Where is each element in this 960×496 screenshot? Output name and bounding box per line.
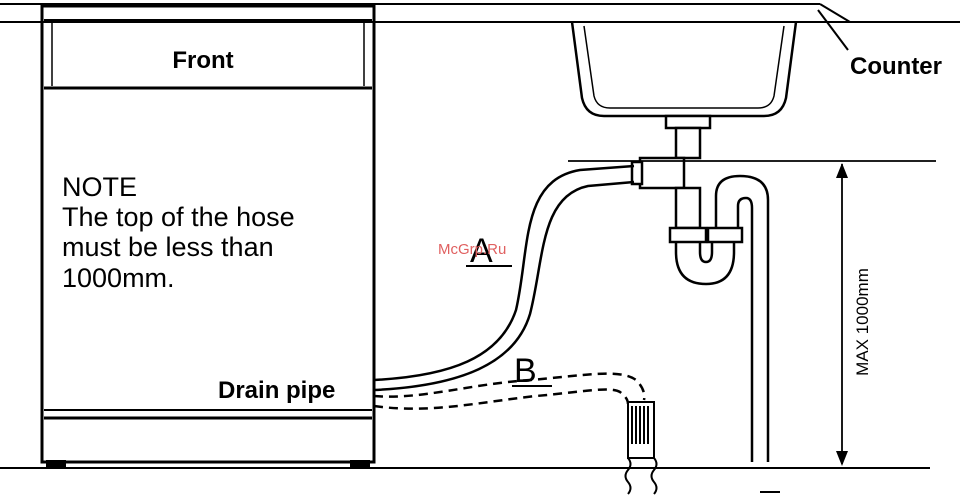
front-label: Front: [172, 47, 233, 74]
sink-drain-trap: [630, 114, 770, 462]
drain-hose-b: [373, 372, 646, 410]
note-line-3: must be less than: [62, 232, 274, 262]
watermark-text: McGrp.Ru: [438, 241, 506, 258]
hose-b-label: B: [514, 352, 537, 390]
drain-hose-a: [373, 164, 635, 392]
note-line-1: NOTE: [62, 172, 137, 202]
sink-bowl: [570, 21, 798, 118]
counter-label: Counter: [850, 53, 942, 80]
drain-pipe-label: Drain pipe: [218, 377, 335, 404]
note-text: NOTE The top of the hose must be less th…: [62, 172, 295, 293]
height-dimension: [568, 160, 936, 466]
max-height-label: MAX 1000mm: [853, 268, 872, 376]
floor-standpipe: [624, 401, 658, 495]
note-line-2: The top of the hose: [62, 202, 295, 232]
counter-top: [0, 3, 960, 51]
dishwasher-feet: [46, 460, 370, 468]
note-line-4: 1000mm.: [62, 263, 175, 293]
hose-a-label: A: [470, 232, 493, 270]
dishwasher-body: [40, 4, 376, 464]
floor-line: [0, 467, 930, 493]
